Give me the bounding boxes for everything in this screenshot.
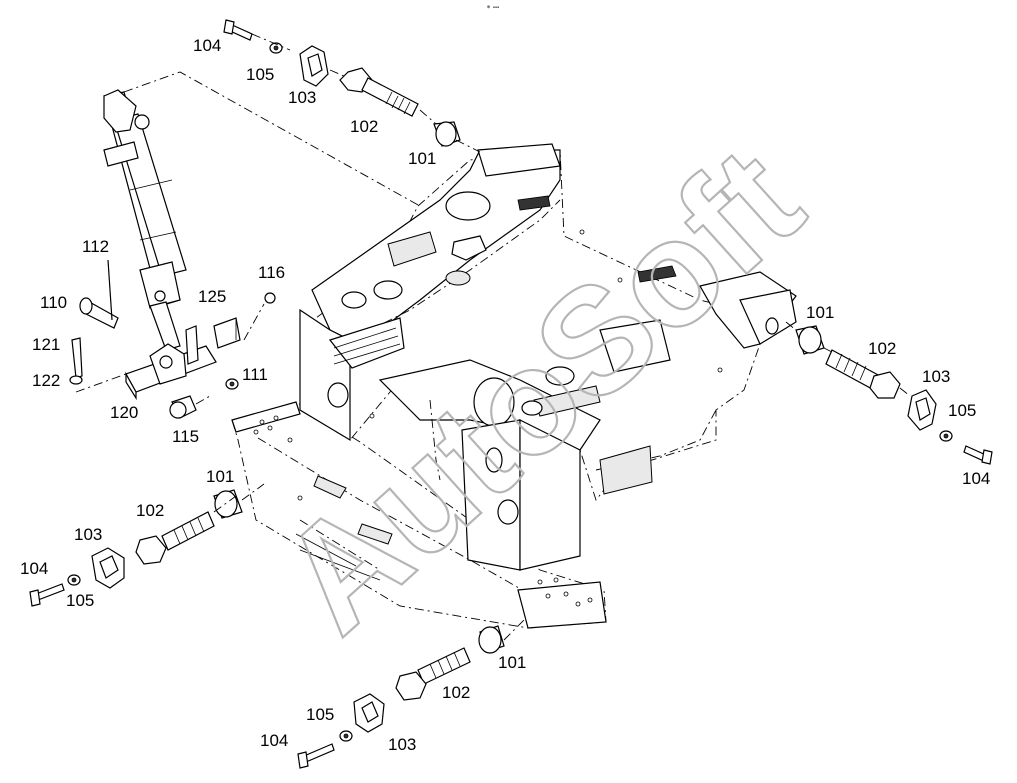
callout-101-right: 101: [806, 303, 834, 322]
callout-116: 116: [258, 263, 285, 282]
callout-105-top: 105: [246, 65, 274, 84]
callout-102-right: 102: [868, 339, 896, 358]
callout-120: 120: [110, 403, 138, 422]
callout-103-top: 103: [288, 88, 316, 107]
callout-104-left: 104: [20, 559, 48, 578]
callout-122: 122: [32, 371, 60, 390]
callout-105-left: 105: [66, 591, 94, 610]
callout-115: 115: [172, 427, 199, 446]
bracket-assembly: [69, 259, 276, 419]
callout-104-bottom: 104: [260, 731, 288, 750]
callout-110: 110: [40, 293, 67, 312]
callout-104-top: 104: [193, 36, 221, 55]
callout-101-left: 101: [206, 467, 234, 486]
callout-104-right: 104: [962, 469, 990, 488]
callout-105-bottom: 105: [306, 705, 334, 724]
callout-101-top: 101: [408, 149, 436, 168]
callout-121: 121: [32, 335, 60, 354]
fastener-stack-left: [29, 483, 265, 607]
callout-101-bottom: 101: [498, 653, 526, 672]
chassis-body: [299, 143, 797, 571]
callout-105-right: 105: [948, 401, 976, 420]
callout-102-left: 102: [136, 501, 164, 520]
callout-103-left: 103: [74, 525, 102, 544]
callout-102-top: 102: [350, 117, 378, 136]
callout-labels: 104 105 103 102 101 101 102 103 105 104 …: [20, 36, 990, 754]
fastener-stack-bottom: [297, 619, 525, 769]
callout-112: 112: [82, 237, 109, 256]
callout-111: 111: [242, 365, 268, 384]
fastener-stack-top: [223, 19, 481, 153]
fastener-stack-right: [785, 321, 993, 465]
callout-125: 125: [198, 287, 226, 306]
frame-lower-plate: [231, 401, 607, 629]
callout-103-bottom: 103: [388, 735, 416, 754]
callout-103-right: 103: [922, 367, 950, 386]
lift-cylinder-assembly: [103, 71, 421, 351]
corner-mark: ⁕ ▪▪▪: [486, 5, 499, 11]
callout-102-bottom: 102: [442, 683, 470, 702]
